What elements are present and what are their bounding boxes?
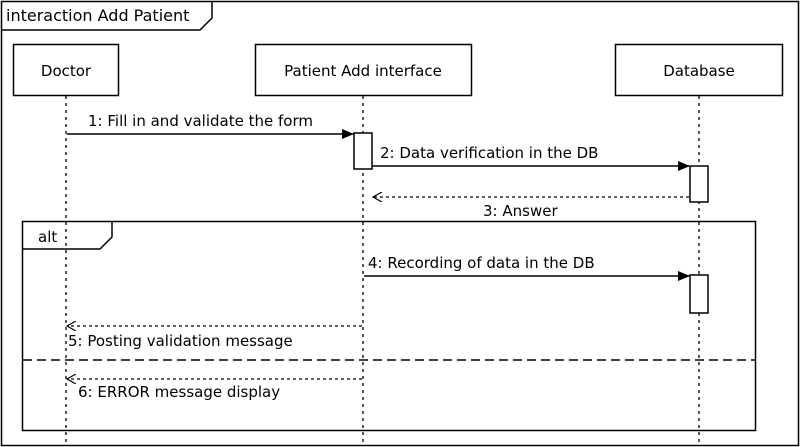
- activation-bar-interface: [353, 132, 373, 170]
- message-label-5: 5: Posting validation message: [68, 332, 293, 350]
- lifeline-head-interface: [254, 43, 473, 97]
- message-label-3: 3: Answer: [483, 202, 558, 220]
- alt-fragment: [21, 220, 757, 432]
- message-label-1: 1: Fill in and validate the form: [88, 112, 313, 130]
- lifeline-head-database: [614, 43, 784, 97]
- lifeline-label-doctor: Doctor: [41, 62, 92, 80]
- alt-operator-label: alt: [38, 228, 57, 246]
- message-label-4: 4: Recording of data in the DB: [368, 254, 595, 272]
- lifeline-label-interface: Patient Add interface: [284, 62, 442, 80]
- activation-bar-database-1: [689, 165, 709, 203]
- frame-title: interaction Add Patient: [6, 6, 189, 25]
- message-label-6: 6: ERROR message display: [78, 383, 280, 401]
- lifeline-label-database: Database: [663, 62, 735, 80]
- message-label-2: 2: Data verification in the DB: [380, 144, 598, 162]
- alt-operator-tab: [22, 221, 113, 250]
- lifeline-head-doctor: [12, 43, 120, 97]
- frame-title-tab: [1, 1, 213, 31]
- activation-bar-database-2: [689, 274, 709, 314]
